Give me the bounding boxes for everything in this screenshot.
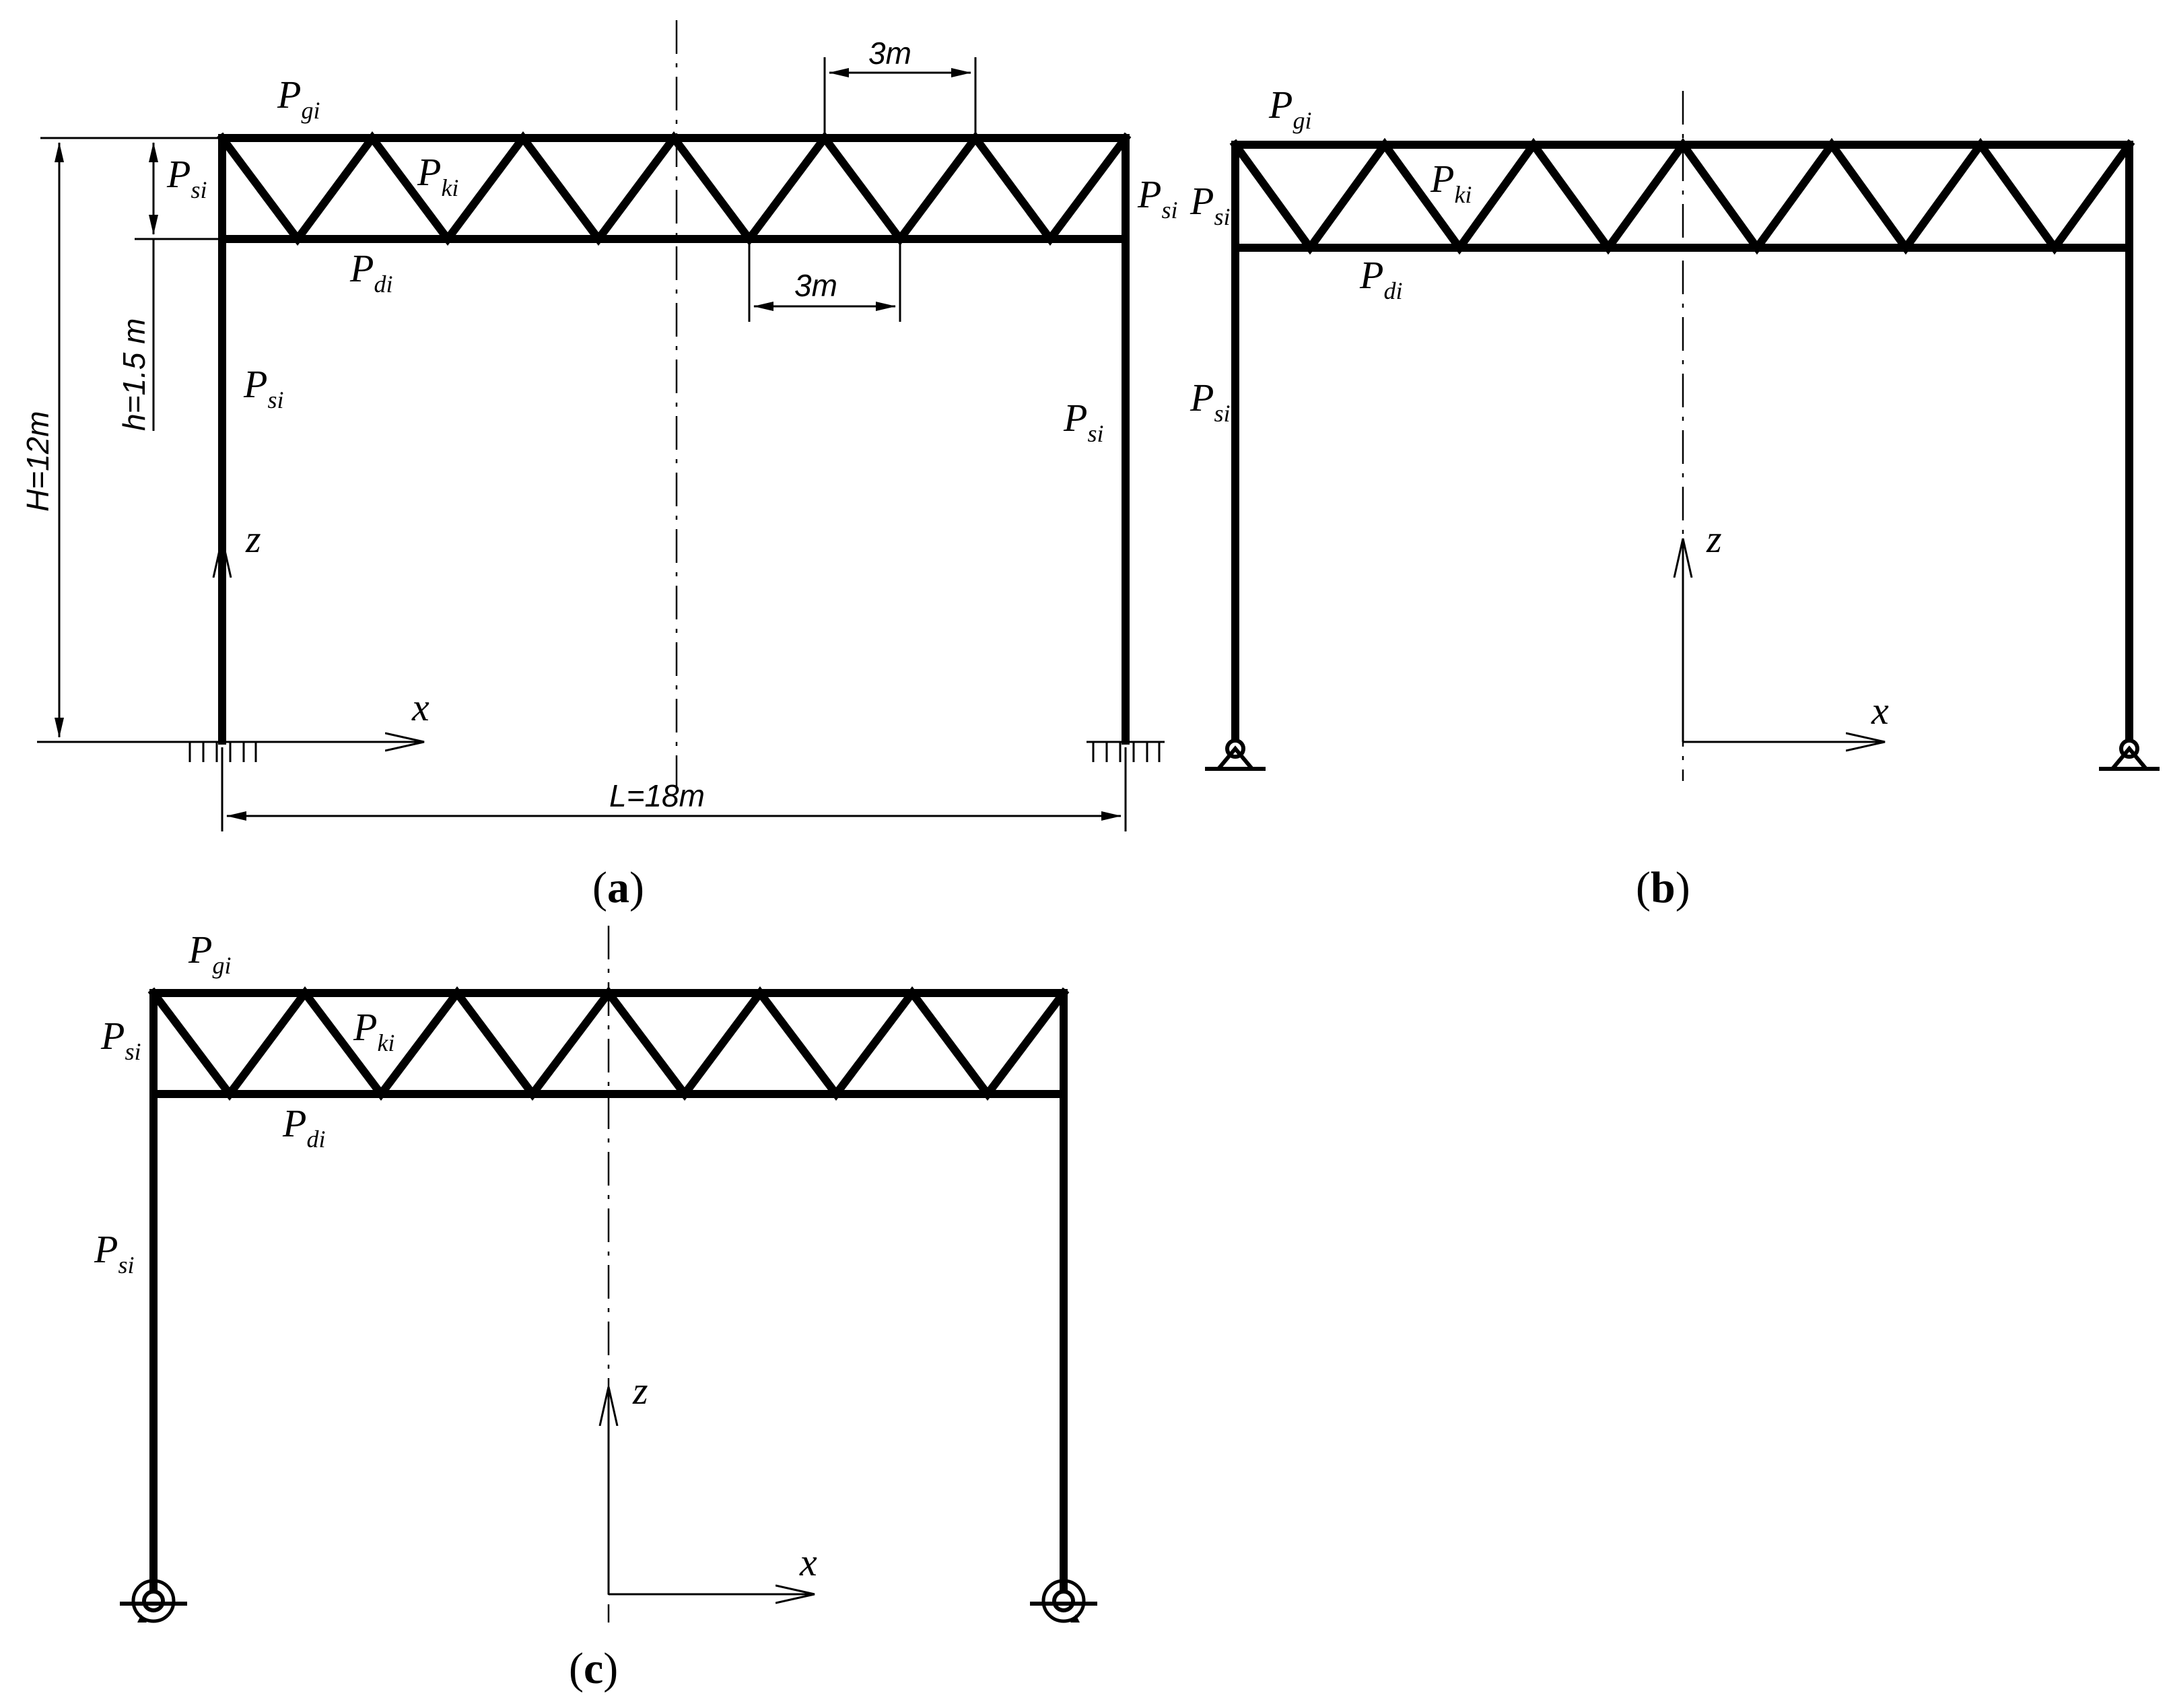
z-axis-label: z [632, 1369, 648, 1412]
x-axis-label: x [411, 685, 429, 729]
label-top-chord: Pgi [188, 928, 231, 979]
label-bottom-chord: Pdi [1359, 253, 1402, 304]
panel-a: x z Pgi Pki Pdi Psi Psi Psi Psi H=12m h=… [20, 20, 1177, 912]
label-column-end: Psi [100, 1014, 141, 1065]
label-diagonal: Pki [417, 150, 458, 201]
svg-text:h=1.5 m: h=1.5 m [116, 318, 151, 432]
label-column-end-left: Psi [166, 152, 207, 203]
label-top-chord: Pgi [1268, 83, 1311, 134]
fixed-support-right [1087, 741, 1165, 762]
z-axis-label: z [245, 517, 261, 561]
dimension-height-total: H=12m [20, 137, 222, 738]
svg-text:H=12m: H=12m [20, 411, 55, 512]
label-bottom-chord: Pdi [349, 246, 392, 298]
semi-rigid-support-left [120, 1579, 187, 1623]
label-diagonal: Pki [353, 1005, 394, 1056]
pinned-support-right [2099, 739, 2160, 771]
svg-text:3m: 3m [868, 36, 911, 71]
pinned-support-left [1205, 739, 1266, 771]
svg-text:L=18m: L=18m [609, 778, 705, 813]
dimension-span: L=18m [221, 747, 1127, 831]
label-bottom-chord: Pdi [282, 1101, 325, 1153]
label-column-left: Psi [94, 1227, 134, 1278]
label-column-end-right: Psi [1137, 172, 1177, 224]
panel-b: x z Pgi Pki Pdi Psi Psi (b) [1190, 83, 2160, 912]
panel-c: x z Pgi Pki Pdi Psi Psi (c) [94, 926, 1097, 1693]
caption-b: (b) [1636, 863, 1690, 912]
label-top-chord: Pgi [277, 73, 320, 124]
dimension-panel-bottom: 3m [748, 242, 901, 322]
caption-c: (c) [569, 1644, 618, 1693]
x-axis-label: x [799, 1540, 817, 1584]
label-column-left: Psi [243, 362, 283, 413]
label-column-right: Psi [1063, 396, 1103, 447]
frame-a [216, 131, 1132, 745]
caption-a: (a) [592, 863, 644, 912]
truss-web [216, 131, 1132, 246]
x-axis-label: x [1871, 689, 1889, 732]
svg-text:3m: 3m [794, 268, 837, 303]
dimension-truss-depth: h=1.5 m [116, 142, 222, 432]
truss-web [1229, 137, 2135, 255]
dimension-panel-top: 3m [823, 36, 977, 135]
z-axis-label: z [1706, 517, 1722, 561]
label-column-end: Psi [1190, 179, 1230, 230]
label-column-left: Psi [1190, 376, 1230, 427]
label-diagonal: Pki [1430, 157, 1472, 208]
semi-rigid-support-right [1030, 1579, 1097, 1623]
